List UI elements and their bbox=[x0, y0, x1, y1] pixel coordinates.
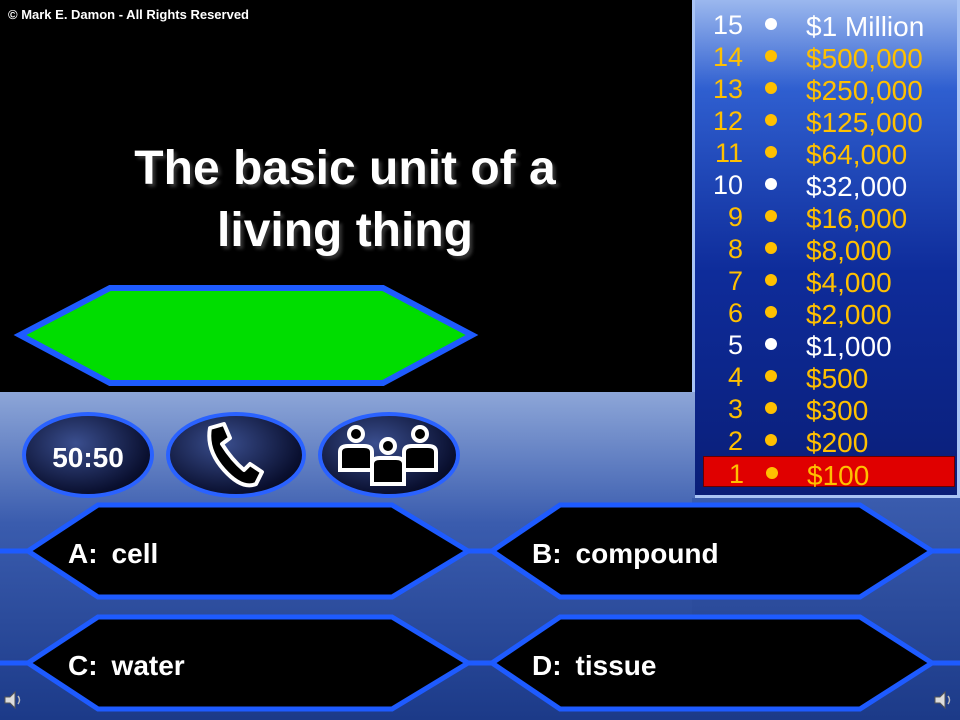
ladder-level: 7 bbox=[727, 266, 743, 296]
answer-b[interactable]: B: compound bbox=[532, 538, 719, 570]
ladder-amount: $500,000 bbox=[806, 43, 923, 74]
ladder-row-6: 6 $2,000 bbox=[703, 296, 955, 330]
ladder-amount: $16,000 bbox=[806, 203, 908, 234]
phone-icon bbox=[207, 422, 264, 488]
ladder-dot-icon bbox=[765, 18, 777, 30]
ladder-amount: $32,000 bbox=[806, 171, 908, 202]
ladder-row-3: 3 $300 bbox=[703, 392, 955, 426]
ladder-level: 9 bbox=[727, 202, 743, 232]
ladder-dot-icon bbox=[765, 306, 777, 318]
ladder-dot-icon bbox=[765, 114, 777, 126]
ladder-row-5: 5 $1,000 bbox=[703, 328, 955, 362]
ladder-dot-icon bbox=[765, 210, 777, 222]
ladder-row-1: 1 $100 bbox=[703, 456, 955, 491]
ladder-dot-icon bbox=[765, 402, 777, 414]
fifty-fifty-label: 50:50 bbox=[52, 442, 124, 473]
ladder-amount: $100 bbox=[807, 460, 870, 491]
answer-a-text: cell bbox=[111, 538, 159, 569]
lifeline-ask-audience[interactable] bbox=[318, 412, 460, 498]
ladder-level: 1 bbox=[728, 459, 744, 489]
answer-c-letter: C: bbox=[68, 650, 98, 681]
ladder-level: 12 bbox=[712, 106, 743, 136]
ladder-dot-icon bbox=[765, 370, 777, 382]
ladder-amount: $200 bbox=[806, 427, 869, 458]
lifeline-phone-a-friend[interactable] bbox=[166, 412, 306, 498]
ladder-dot-icon bbox=[765, 274, 777, 286]
lifeline-fifty-fifty[interactable]: 50:50 bbox=[22, 412, 154, 498]
answer-b-text: compound bbox=[575, 538, 719, 569]
ladder-dot-icon bbox=[765, 178, 777, 190]
answer-d-letter: D: bbox=[532, 650, 562, 681]
answer-d-text: tissue bbox=[575, 650, 657, 681]
ladder-level: 13 bbox=[712, 74, 743, 104]
ladder-level: 11 bbox=[714, 138, 743, 168]
ladder-dot-icon bbox=[765, 434, 777, 446]
question-line-1: The basic unit of a bbox=[134, 142, 556, 195]
ladder-row-12: 12 $125,000 bbox=[703, 104, 955, 138]
ladder-level: 2 bbox=[727, 426, 743, 456]
ladder-level: 6 bbox=[727, 298, 743, 328]
ladder-level: 10 bbox=[712, 170, 743, 200]
ladder-row-13: 13 $250,000 bbox=[703, 72, 955, 106]
ladder-dot-icon bbox=[766, 467, 778, 479]
ladder-amount: $1,000 bbox=[806, 331, 892, 362]
ladder-row-8: 8 $8,000 bbox=[703, 232, 955, 266]
ladder-amount: $125,000 bbox=[806, 107, 923, 138]
ladder-row-11: 11 $64,000 bbox=[703, 136, 955, 170]
audience-icon bbox=[338, 425, 438, 486]
ladder-dot-icon bbox=[765, 242, 777, 254]
ladder-amount: $8,000 bbox=[806, 235, 892, 266]
ladder-row-9: 9 $16,000 bbox=[703, 200, 955, 234]
ladder-level: 4 bbox=[727, 362, 743, 392]
answer-a-letter: A: bbox=[68, 538, 98, 569]
answer-d[interactable]: D: tissue bbox=[532, 650, 656, 682]
ladder-row-14: 14 $500,000 bbox=[703, 40, 955, 74]
ladder-dot-icon bbox=[765, 82, 777, 94]
ladder-row-2: 2 $200 bbox=[703, 424, 955, 458]
question-text: The basic unit of a living thing bbox=[40, 138, 650, 262]
ladder-dot-icon bbox=[765, 338, 777, 350]
ladder-level: 14 bbox=[712, 42, 743, 72]
ladder-amount: $2,000 bbox=[806, 299, 892, 330]
ladder-amount: $4,000 bbox=[806, 267, 892, 298]
ladder-row-7: 7 $4,000 bbox=[703, 264, 955, 298]
ladder-level: 15 bbox=[712, 10, 743, 40]
answer-a[interactable]: A: cell bbox=[68, 538, 158, 570]
ladder-level: 3 bbox=[727, 394, 743, 424]
copyright-notice: © Mark E. Damon - All Rights Reserved bbox=[8, 7, 249, 22]
ladder-row-15: 15 $1 Million bbox=[703, 8, 955, 42]
ladder-amount: $250,000 bbox=[806, 75, 923, 106]
answer-c[interactable]: C: water bbox=[68, 650, 185, 682]
ladder-amount: $1 Million bbox=[806, 11, 925, 42]
ladder-level: 5 bbox=[727, 330, 743, 360]
ladder-dot-icon bbox=[765, 50, 777, 62]
ladder-level: 8 bbox=[727, 234, 743, 264]
ladder-dot-icon bbox=[765, 146, 777, 158]
speaker-icon-right[interactable] bbox=[932, 688, 956, 712]
answer-c-text: water bbox=[111, 650, 185, 681]
ladder-amount: $300 bbox=[806, 395, 869, 426]
ladder-amount: $500 bbox=[806, 363, 869, 394]
speaker-icon-left[interactable] bbox=[2, 688, 26, 712]
ladder-amount: $64,000 bbox=[806, 139, 908, 170]
ladder-row-10: 10 $32,000 bbox=[703, 168, 955, 202]
answer-b-letter: B: bbox=[532, 538, 562, 569]
question-line-2: living thing bbox=[217, 204, 473, 257]
ladder-row-4: 4 $500 bbox=[703, 360, 955, 394]
